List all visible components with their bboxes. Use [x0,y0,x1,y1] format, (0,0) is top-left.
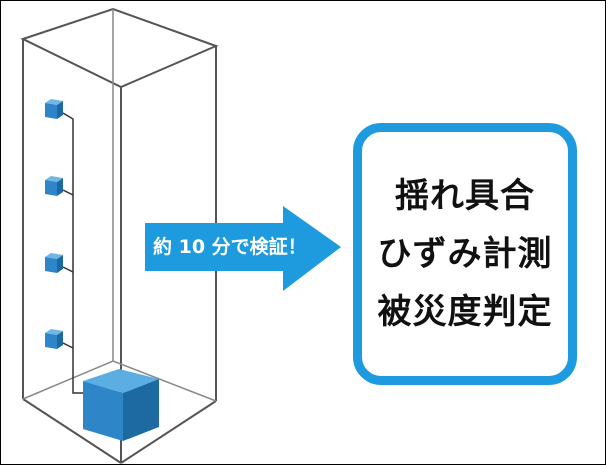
wire-3 [62,266,74,273]
building-bottom-left [22,398,122,464]
wire-1 [62,112,85,394]
sensor-wiring [62,112,85,394]
sensor-cube-2 [45,176,63,196]
sensor-cube-4 [45,329,63,349]
wire-4 [62,342,74,349]
wire-2 [62,189,74,196]
sensor-cube-1 [45,99,63,119]
result-line-shaking: 揺れ具合 [395,176,535,216]
building-bottom-right [120,400,217,464]
result-line-strain: ひずみ計測 [377,234,553,274]
result-box: 揺れ具合 ひずみ計測 被災度判定 [353,123,577,385]
sensor-cubes [45,99,63,349]
result-line-damage: 被災度判定 [377,292,553,332]
building-top-face [20,7,219,89]
base-recorder-cube [83,369,159,441]
arrow-label: 約 10 分で検証！ [153,236,307,258]
building-frame [20,7,219,464]
building-bottom-back [22,360,217,402]
arrow-shape [145,206,341,291]
sensor-cube-3 [45,253,63,273]
